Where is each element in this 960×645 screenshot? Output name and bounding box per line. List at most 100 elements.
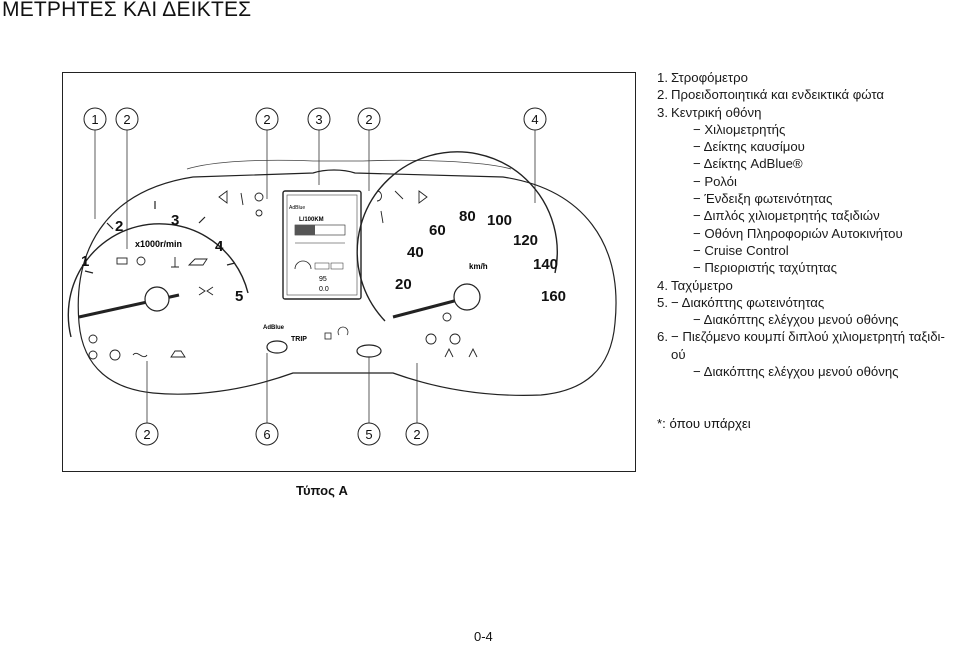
legend-subitem: − Διακόπτης ελέγχου μενού οθόνης [693, 364, 899, 380]
speedometer: 20 40 60 80 100 120 140 160 km/h [356, 151, 566, 358]
legend-subitem: − Διακόπτης ελέγχου μενού οθόνης [693, 312, 899, 328]
center-display: AdBlue L/100KM 95 0.0 [218, 190, 428, 300]
legend-number: 2. [657, 87, 668, 103]
oil-icon [187, 258, 208, 266]
trip-button-label: TRIP [291, 336, 307, 343]
speed-hub [453, 283, 481, 311]
odometer-reading: 95 [319, 276, 327, 283]
tach-hub [144, 286, 170, 312]
callout-label: 2 [365, 112, 372, 127]
callouts-top [83, 107, 547, 131]
wrench-icon [394, 190, 404, 200]
battery-icon [116, 257, 128, 265]
tcs-off-icon [468, 347, 478, 358]
footnote: *: όπου υπάρχει [657, 416, 751, 431]
callout-label: 3 [315, 112, 322, 127]
service-icon [254, 192, 264, 202]
speed-tick-label: 80 [459, 208, 476, 225]
callout-label: 2 [143, 427, 150, 442]
tach-unit-label: x1000r/min [135, 239, 182, 249]
legend-subitem: − Cruise Control [693, 242, 789, 258]
abs-icon [449, 333, 461, 345]
legend-item: 4. Ταχύμετρο [657, 277, 957, 294]
legend-text: Προειδοποιητικά και ενδεικτικά φώτα [671, 87, 885, 103]
callout-label: 6 [263, 427, 270, 442]
legend-text-continued: ού [671, 346, 686, 362]
legend-number: 3. [657, 104, 668, 120]
speed-unit-label: km/h [469, 262, 488, 271]
legend-item: 6. − Πιεζόμενο κουμπί διπλού χιλιομετρητ… [657, 328, 957, 345]
legend-number: 6. [657, 329, 668, 345]
legend-text: − Πιεζόμενο κουμπί διπλού χιλιομετρητή τ… [671, 329, 945, 345]
adblue-button-label: AdBlue [263, 325, 285, 331]
seatbelt-icon [240, 192, 244, 206]
brake-icon [109, 349, 121, 361]
legend-subitem: − Χιλιομετρητής [693, 121, 786, 137]
cluster-housing [77, 169, 617, 396]
speed-tick-label: 140 [533, 256, 558, 273]
light-indicator-icon [255, 209, 263, 217]
tach-tick-label: 1 [81, 253, 89, 270]
menu-icon [324, 332, 332, 340]
legend-item: 5. − Διακόπτης φωτεινότητας [657, 294, 957, 311]
speed-tick-label: 20 [395, 276, 412, 293]
legend-text: Στροφόμετρο [671, 70, 748, 85]
car-icon [170, 350, 186, 358]
page-title: ΜΕΤΡΗΤΕΣ ΚΑΙ ΔΕΙΚΤΕΣ [2, 0, 252, 21]
callout-label: 2 [123, 112, 130, 127]
callout-circle [405, 422, 429, 446]
page-number: 0-4 [474, 629, 493, 644]
glow-plug-icon [132, 352, 148, 358]
right-turn-icon [418, 190, 428, 204]
legend-text: Κεντρική οθόνη [671, 104, 762, 120]
brake-warning-icon [425, 333, 437, 345]
consumption-label: L/100KM [299, 217, 324, 223]
instrument-cluster-figure: 1 2 2 3 2 4 1 2 3 4 5 x1000 [62, 72, 636, 472]
fog-icon [88, 350, 98, 360]
speed-tick-label: 160 [541, 288, 566, 305]
figure-caption: Τύπος A [296, 483, 348, 498]
warning-lamps-center [218, 190, 428, 224]
light-icon [88, 334, 98, 344]
callout-label: 2 [263, 112, 270, 127]
legend-list: 1. Στροφόμετρο 2. Προειδοποιητικά και εν… [657, 69, 957, 380]
brightness-button[interactable] [324, 326, 382, 358]
temp-icon [171, 257, 179, 268]
legend-subitem: − Δείκτης AdBlue® [693, 156, 803, 172]
warning-lamps-left [88, 256, 214, 361]
adblue-display-label: AdBlue [289, 205, 305, 211]
speed-tick-label: 120 [513, 232, 538, 249]
speed-tick-label: 100 [487, 212, 512, 229]
trip-reading: 0.0 [319, 286, 329, 293]
warning-lamps-right [425, 312, 478, 358]
legend-text: − Διακόπτης φωτεινότητας [671, 294, 825, 310]
chevrons-icon [198, 286, 214, 296]
legend-item: 1. Στροφόμετρο [657, 69, 957, 86]
callout-circle [135, 422, 159, 446]
callout-label: 2 [413, 427, 420, 442]
trip-button[interactable]: TRIP [266, 336, 307, 354]
airbag-icon [376, 190, 382, 202]
callout-circle [357, 422, 381, 446]
legend-item: 2. Προειδοποιητικά και ενδεικτικά φώτα [657, 86, 957, 103]
brightness-icon [337, 326, 349, 336]
legend-item: 3. Κεντρική οθόνη [657, 104, 957, 121]
legend-number: 1. [657, 70, 668, 85]
speed-tick-label: 40 [407, 244, 424, 261]
tach-tick-label: 2 [115, 218, 123, 235]
left-turn-icon [218, 190, 228, 204]
legend-subitem: − Διπλός χιλιομετρητής ταξιδιών [693, 208, 880, 224]
callout-label: 5 [365, 427, 372, 442]
engine-icon [136, 256, 146, 266]
legend-number: 5. [657, 294, 668, 310]
callout-label: 4 [531, 112, 538, 127]
tach-tick-label: 5 [235, 288, 243, 305]
legend-subitem: − Οθόνη Πληροφοριών Αυτοκινήτου [693, 225, 903, 241]
legend-text: Ταχύμετρο [671, 277, 733, 293]
tpms-icon [442, 312, 452, 322]
legend-subitem: − Ένδειξη φωτεινότητας [693, 191, 833, 207]
tach-tick-label: 3 [171, 212, 179, 229]
tachometer: 1 2 3 4 5 x1000r/min [67, 201, 249, 361]
speed-gauge-icon [294, 260, 312, 270]
legend-number: 4. [657, 277, 668, 293]
